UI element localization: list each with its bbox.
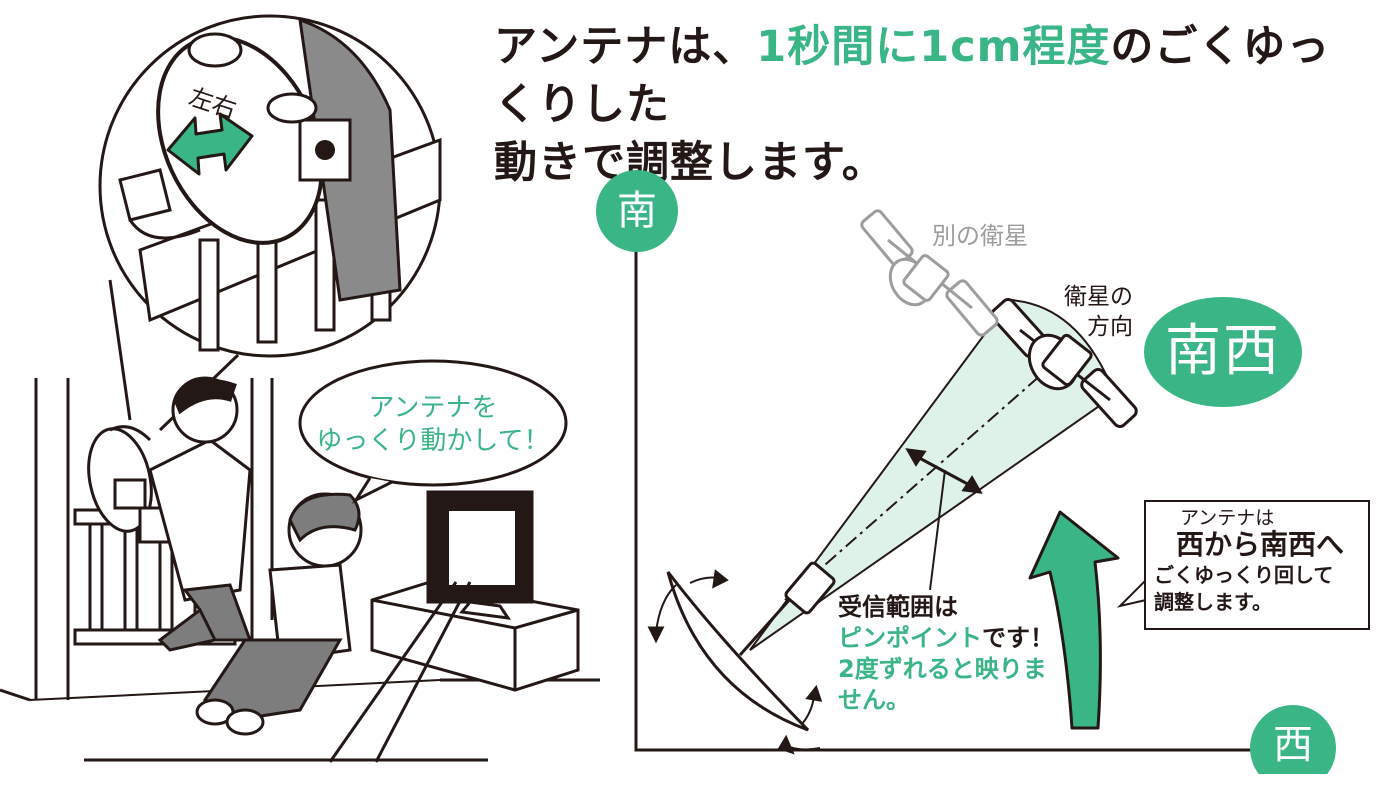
other-satellite — [860, 209, 999, 337]
callout-pointer — [1116, 579, 1147, 608]
southwest-label: 南西 — [1165, 319, 1281, 384]
reception-line4: せん。 — [838, 686, 910, 714]
compass-axes — [634, 226, 1290, 752]
callout-line4: 調整します。 — [1154, 590, 1272, 614]
woman — [195, 492, 363, 736]
diagram-dish — [647, 561, 836, 755]
speech-line1: アンテナを — [368, 393, 498, 423]
reception-pinpoint: ピンポイント — [838, 624, 982, 652]
callout-line2: 西から南西へ — [1176, 528, 1345, 561]
southwest-badge — [1144, 297, 1302, 407]
zoom-circle — [98, 14, 442, 432]
reception-line3: 2度ずれると映りま — [838, 655, 1047, 683]
tv — [328, 490, 580, 763]
satellite-direction-line2: 方向 — [1087, 314, 1133, 340]
speech-line2: ゆっくり動かして！ — [316, 426, 550, 456]
reception-note: 受信範囲は ピンポイントです！ 2度ずれると映りま せん。 — [838, 592, 1054, 716]
satellite-direction-label: 衛星の 方向 — [1064, 282, 1133, 342]
satellite-direction-line1: 衛星の — [1064, 284, 1133, 310]
rotation-callout: アンテナは 西から南西へ ごくゆっくり回して 調整します。 — [1144, 500, 1370, 630]
speech-bubble-text: アンテナを ゆっくり動かして！ — [308, 392, 558, 458]
heading-suffix: のごくゆっくりした — [494, 22, 1331, 130]
reception-line1: 受信範囲は — [838, 593, 958, 621]
heading-line2: 動きで調整します。 — [494, 138, 886, 188]
reception-line2: ピンポイントです！ — [838, 623, 1054, 654]
other-satellite-label: 別の衛星 — [932, 222, 1028, 250]
man — [109, 376, 253, 652]
speech-bubble-shape — [298, 359, 568, 504]
callout-line3: ごくゆっくり回して — [1154, 563, 1334, 587]
west-label: 西 — [1273, 722, 1313, 768]
heading-prefix: アンテナは、 — [494, 22, 757, 72]
rotation-arrow — [1028, 510, 1120, 730]
beam-width-arrow — [905, 448, 983, 591]
reception-line2-suffix: です！ — [982, 624, 1054, 652]
west-badge — [1250, 705, 1336, 774]
heading-accent: 1秒間に1cm程度 — [756, 22, 1111, 72]
south-label: 南 — [617, 188, 657, 234]
heading: アンテナは、1秒間に1cm程度のごくゆっくりした 動きで調整します。 — [494, 18, 1374, 192]
south-badge — [596, 170, 678, 252]
callout-line1: アンテナは — [1180, 507, 1275, 529]
target-satellite — [990, 297, 1138, 429]
